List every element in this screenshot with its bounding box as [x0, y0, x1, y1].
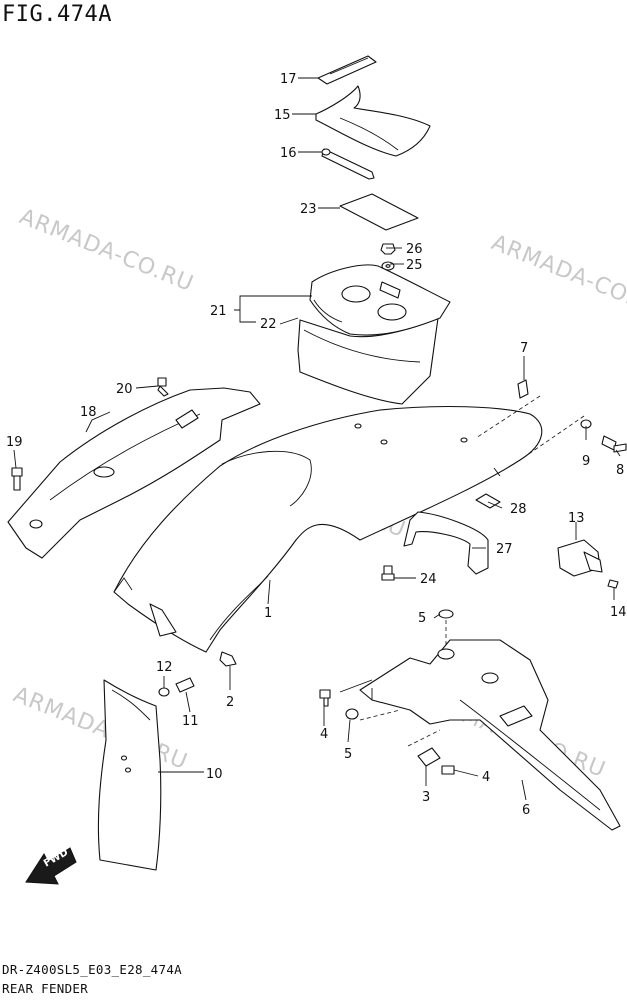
part-4-bolt-bottom: [441, 765, 455, 775]
part-4-bolt-left: [319, 689, 331, 707]
callout-20: 20: [116, 382, 133, 397]
callout-15: 15: [274, 108, 291, 123]
callout-21: 21: [210, 304, 227, 319]
section-name: REAR FENDER: [2, 981, 89, 996]
callout-2: 2: [226, 695, 234, 710]
part-2-bolt: [219, 651, 237, 667]
callout-9: 9: [582, 454, 590, 469]
part-24-bolt: [381, 565, 395, 581]
callout-28: 28: [510, 502, 527, 517]
part-10-mud-flap: [97, 679, 162, 871]
part-5-collar-left: [345, 708, 359, 720]
part-3-clip: [417, 747, 441, 767]
callout-5-left: 5: [344, 747, 352, 762]
callout-10: 10: [206, 767, 223, 782]
callout-4-left: 4: [320, 727, 328, 742]
diagram-code: DR-Z400SL5_E03_E28_474A: [2, 962, 182, 977]
part-12-washer: [158, 687, 170, 697]
part-27-grip: [403, 511, 489, 575]
part-21-22-tool-box: [297, 264, 451, 405]
callout-6: 6: [522, 803, 530, 818]
watermark-2: ARMADA-CO.RU: [488, 230, 627, 323]
callout-11: 11: [182, 714, 199, 729]
part-7-grommet: [517, 379, 529, 399]
callout-26: 26: [406, 242, 423, 257]
callout-17: 17: [280, 72, 297, 87]
part-23-plate: [339, 193, 419, 231]
callout-3: 3: [422, 790, 430, 805]
watermark-1: ARMADA-CO.RU: [16, 204, 197, 297]
callout-1: 1: [264, 606, 272, 621]
callout-5-top: 5: [418, 611, 426, 626]
part-16-tool: [321, 148, 375, 180]
fwd-arrow-icon: FWD: [25, 847, 77, 885]
part-19-bolt: [11, 467, 23, 491]
part-18-inner-fender: [7, 387, 261, 559]
callout-23: 23: [300, 202, 317, 217]
part-11-bolt: [175, 677, 195, 693]
part-8-bolt: [601, 435, 627, 453]
part-6-license-bracket: [339, 639, 621, 831]
callout-13: 13: [568, 511, 585, 526]
callout-14: 14: [610, 605, 627, 620]
callout-22: 22: [260, 317, 277, 332]
callout-19: 19: [6, 435, 23, 450]
callout-8: 8: [616, 463, 624, 478]
leader-lines: [13, 77, 621, 801]
callout-12: 12: [156, 660, 173, 675]
part-5-collar-top: [438, 609, 454, 619]
callout-25: 25: [406, 258, 423, 273]
figure-title: FIG.474A: [2, 2, 112, 27]
part-26-nut: [380, 243, 396, 255]
callout-7: 7: [520, 341, 528, 356]
part-15-tool-bag: [315, 85, 431, 157]
callout-27: 27: [496, 542, 513, 557]
part-17-strap: [317, 55, 377, 85]
callout-4-bottom: 4: [482, 770, 490, 785]
part-14-screw: [607, 579, 619, 589]
callout-18: 18: [80, 405, 97, 420]
callout-16: 16: [280, 146, 297, 161]
callout-24: 24: [420, 572, 437, 587]
part-20-bolt: [157, 377, 169, 397]
part-13-reflector: [557, 539, 603, 577]
